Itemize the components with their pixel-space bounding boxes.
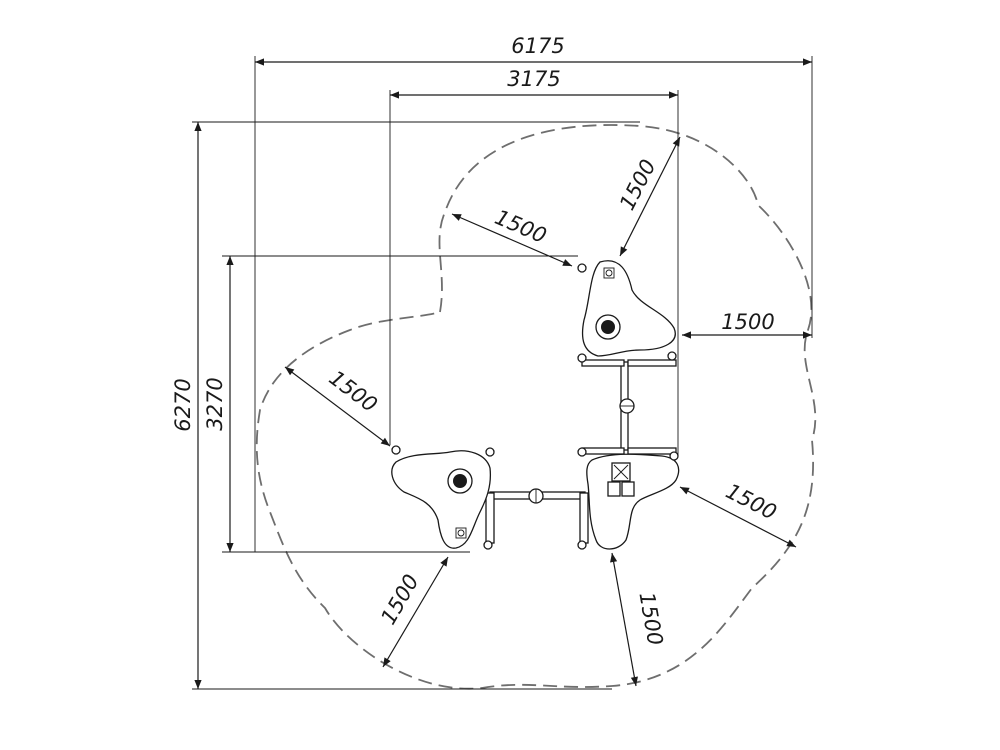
inner-height-label: 3270 (203, 377, 227, 430)
overall-height-dimension: 6270 (171, 122, 202, 689)
safety-dimension-left: 1500 (284, 366, 391, 447)
safety-zone-outline (255, 124, 817, 690)
inner-width-label: 3175 (507, 67, 560, 91)
overall-width-dimension: 6175 (255, 34, 812, 66)
platform-top (577, 260, 677, 363)
safety-label-3: 1500 (721, 310, 774, 334)
safety-label-6: 1500 (376, 570, 424, 628)
safety-dimension-bottom-left: 1500 (376, 556, 449, 668)
safety-dimension-bottom-right: 1500 (679, 479, 797, 548)
platform-right (577, 447, 680, 550)
extension-lines (192, 56, 813, 690)
safety-label-4: 1500 (325, 366, 382, 417)
overall-height-label: 6270 (171, 378, 195, 431)
overall-width-label: 6175 (511, 34, 564, 58)
safety-dimension-right: 1500 (682, 310, 812, 339)
safety-label-7: 1500 (634, 590, 667, 647)
safety-label-1: 1500 (491, 205, 550, 248)
inner-width-dimension: 3175 (390, 67, 678, 99)
safety-label-5: 1500 (722, 479, 781, 525)
inner-height-dimension: 3270 (203, 256, 234, 552)
safety-dimension-top: 1500 (615, 136, 681, 257)
safety-dimension-bottom: 1500 (610, 552, 667, 687)
safety-dimension-top-left: 1500 (451, 205, 573, 267)
safety-label-2: 1500 (615, 156, 661, 215)
platform-left (391, 445, 495, 550)
